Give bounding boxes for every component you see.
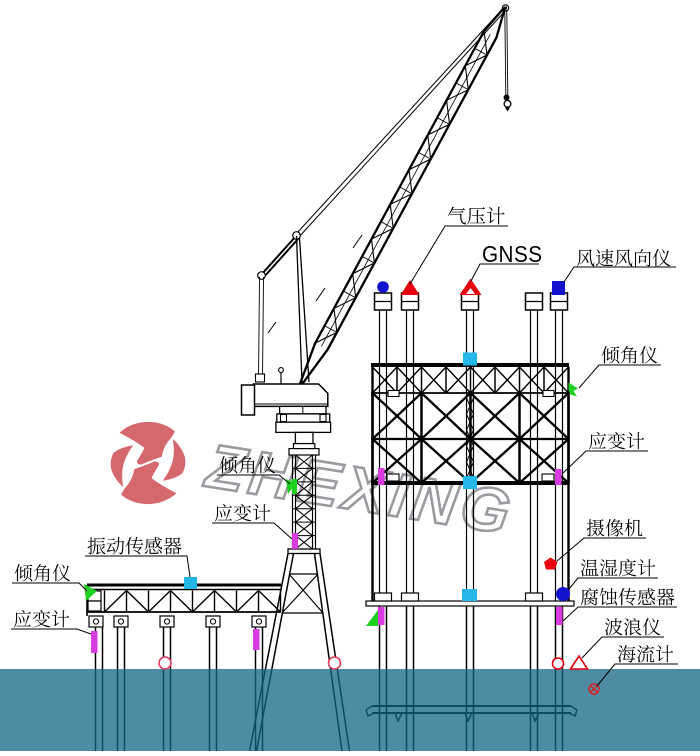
svg-text:GNSS: GNSS (482, 241, 542, 267)
